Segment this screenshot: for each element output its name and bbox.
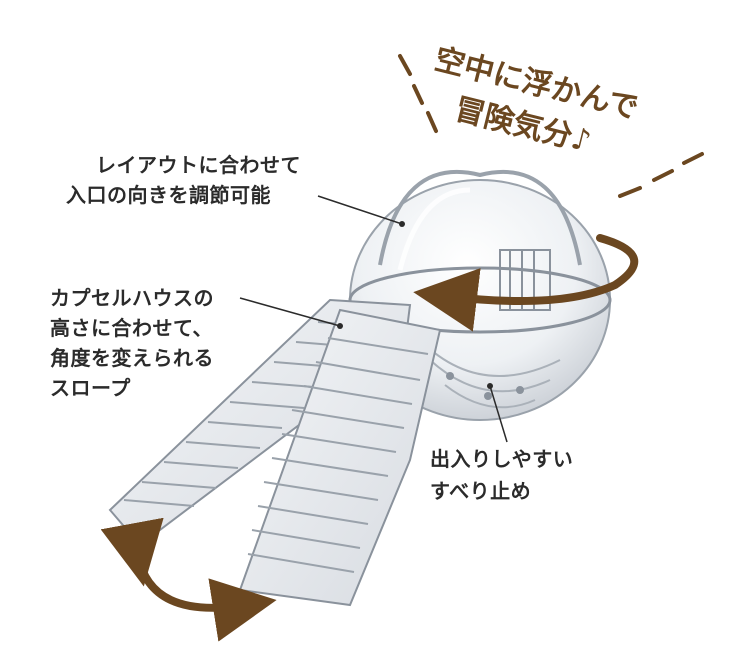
headline-dashes: [398, 54, 704, 198]
angle-arrow: [100, 517, 277, 642]
callout-stopper-line1: 出入りしやすい: [430, 447, 574, 471]
callout-slope-line2: 高さに合わせて、: [50, 316, 213, 340]
callout-slope-line4: スロープ: [50, 376, 131, 400]
callout-slope-line3: 角度を変えられる: [50, 346, 214, 370]
leader-lines: [239, 195, 508, 443]
rotate-arrow: [413, 234, 639, 332]
slope-right: [238, 308, 442, 607]
callout-stopper-line2: すべり止め: [430, 479, 532, 503]
leader-dots: [337, 221, 493, 389]
callout-slope-line1: カプセルハウスの: [50, 286, 214, 310]
callout-layout-line1: レイアウトに合わせて: [96, 153, 301, 177]
callout-layout-line2: 入口の向きを調節可能: [66, 183, 271, 207]
